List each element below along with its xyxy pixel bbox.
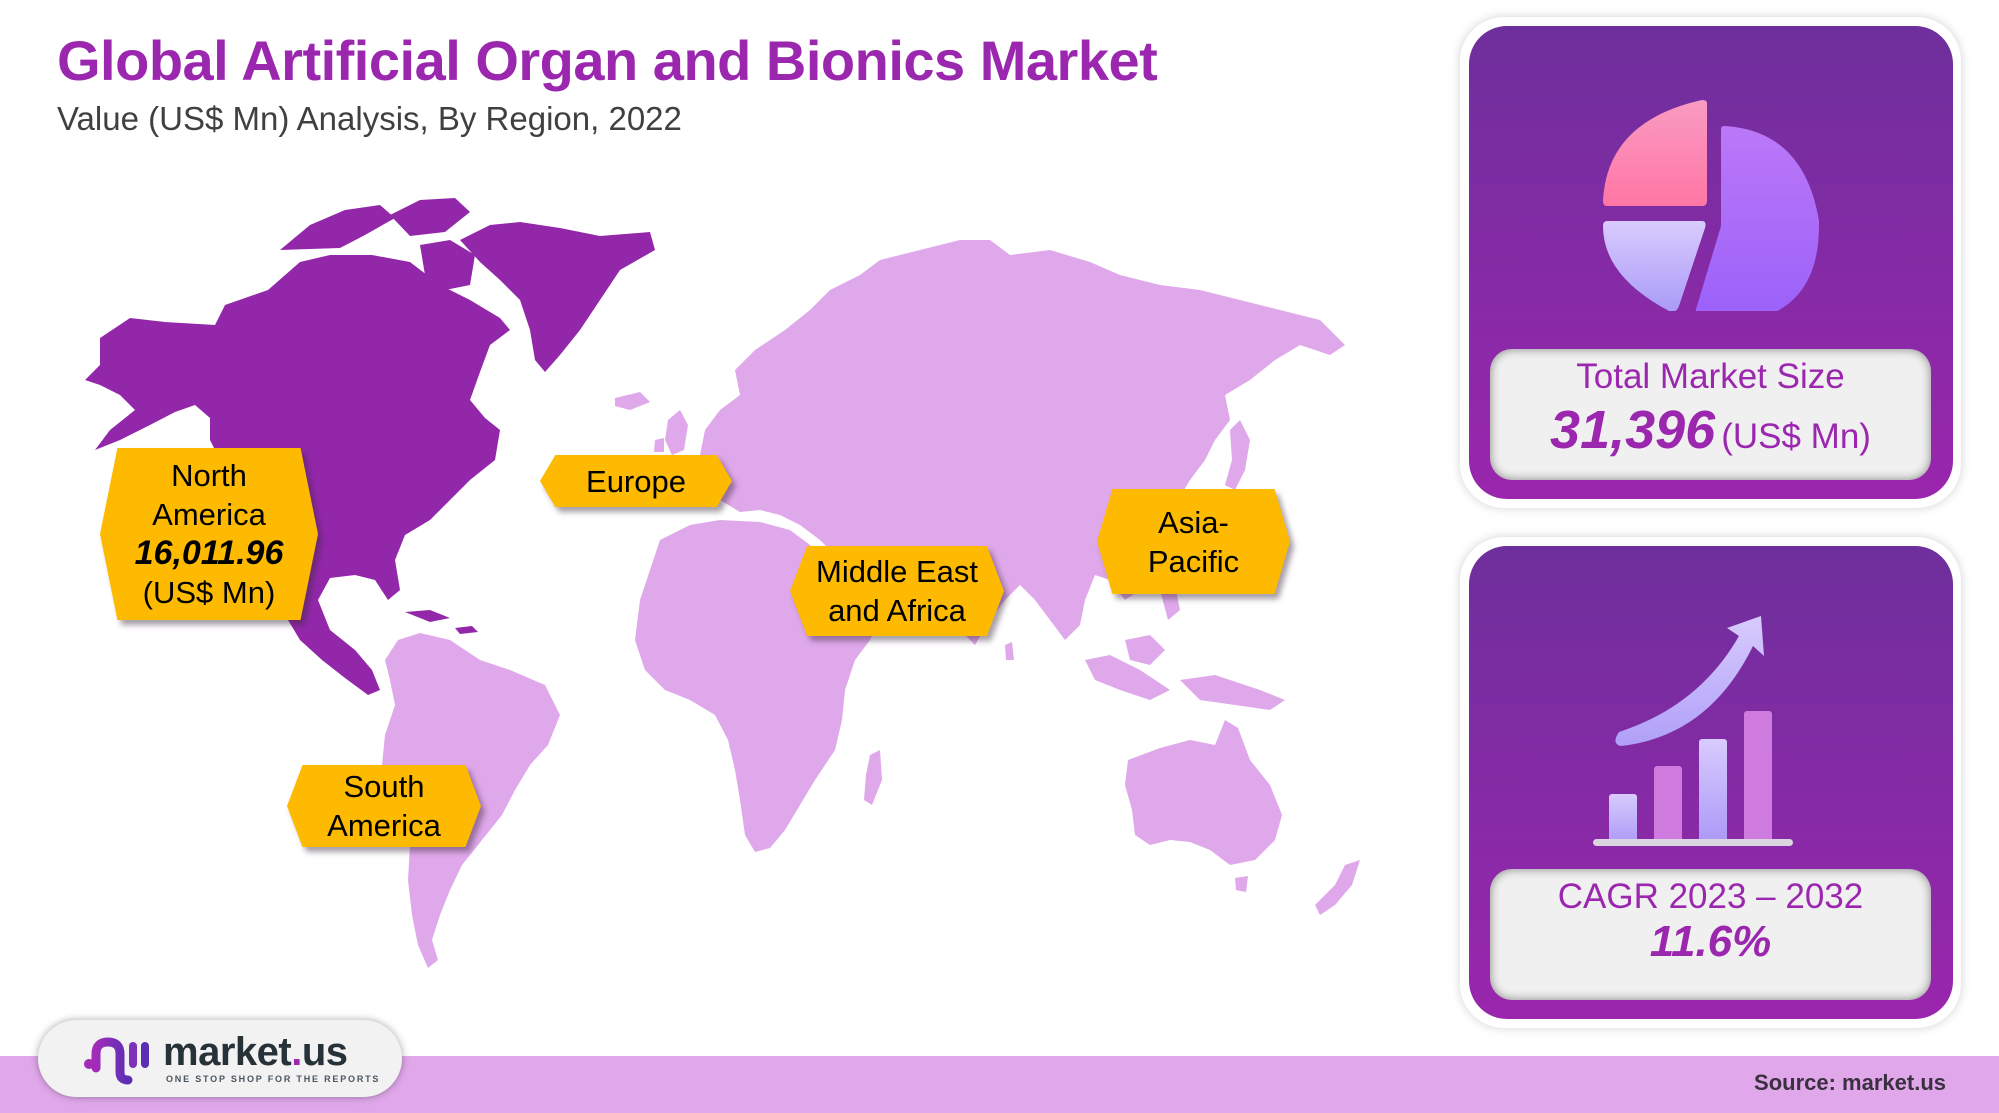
hexagon-label-shape: [1097, 489, 1290, 594]
region-name-line2: America: [152, 497, 266, 532]
hexagon-label-shape: [790, 546, 1004, 636]
cagr-value: 11.6%: [1649, 917, 1772, 966]
market-us-logo[interactable]: market.us ONE STOP SHOP FOR THE REPORTS: [38, 1020, 402, 1097]
logo-word-main: market: [163, 1030, 292, 1074]
cagr-card: CAGR 2023 – 2032 11.6%: [1460, 537, 1961, 1028]
region-north-america-shape: [85, 198, 655, 695]
page-subtitle: Value (US$ Mn) Analysis, By Region, 2022: [57, 100, 682, 137]
region-name-line1: Middle East: [816, 554, 978, 589]
market-us-logo-tagline: ONE STOP SHOP FOR THE REPORTS: [166, 1074, 381, 1084]
north-america-label-text: North America 16,011.96 (US$ Mn): [135, 456, 284, 612]
south-america-label-text: South America: [327, 767, 441, 845]
region-name-line1: Asia-: [1158, 504, 1229, 540]
region-label-north-america[interactable]: North America 16,011.96 (US$ Mn): [100, 448, 318, 620]
region-name-line2: and Africa: [828, 593, 966, 628]
hexagon-label-shape: [540, 455, 732, 507]
apac-label-text: Asia- Pacific: [1148, 503, 1239, 581]
hexagon-label-shape: [287, 765, 481, 847]
logo-word-dot: .: [291, 1030, 302, 1074]
cagr-box: CAGR 2023 – 2032 11.6%: [1490, 869, 1931, 1000]
source-text: Source: market.us: [1754, 1070, 1946, 1095]
region-name: Europe: [586, 463, 686, 499]
region-name-line1: North: [171, 458, 247, 493]
logo-word-tld: us: [301, 1030, 348, 1074]
region-value: 16,011.96: [134, 534, 284, 572]
market-us-logo-mark-icon: [84, 1037, 149, 1085]
pie-chart-icon: [1603, 100, 1820, 311]
mea-label-text: Middle East and Africa: [816, 552, 978, 630]
growth-bar-chart-icon: [1593, 616, 1793, 846]
market-size-card-body: Total Market Size 31,396(US$ Mn): [1469, 26, 1953, 499]
market-size-value: 31,396: [1550, 400, 1716, 460]
cagr-label: CAGR 2023 – 2032: [1557, 877, 1864, 916]
region-label-asia-pacific[interactable]: Asia- Pacific: [1097, 489, 1290, 594]
region-label-europe[interactable]: Europe: [540, 455, 732, 507]
market-size-unit: (US$ Mn): [1721, 417, 1871, 456]
hexagon-label-shape: [100, 448, 318, 620]
region-label-south-america[interactable]: South America: [287, 765, 481, 847]
market-size-box: Total Market Size 31,396(US$ Mn): [1490, 349, 1931, 480]
market-size-card: Total Market Size 31,396(US$ Mn): [1460, 17, 1961, 508]
region-unit: (US$ Mn): [142, 575, 276, 610]
region-name-line2: America: [327, 808, 441, 843]
region-label-middle-east-africa[interactable]: Middle East and Africa: [790, 546, 1004, 636]
region-name-line1: South: [343, 769, 425, 804]
region-name-line2: Pacific: [1147, 543, 1240, 579]
market-us-logo-wordmark: market.us: [163, 1030, 348, 1075]
cagr-card-body: CAGR 2023 – 2032 11.6%: [1469, 546, 1953, 1019]
market-size-label: Total Market Size: [1576, 357, 1845, 396]
market-size-value-line: 31,396(US$ Mn): [1490, 399, 1931, 461]
page-title: Global Artificial Organ and Bionics Mark…: [57, 29, 1158, 92]
